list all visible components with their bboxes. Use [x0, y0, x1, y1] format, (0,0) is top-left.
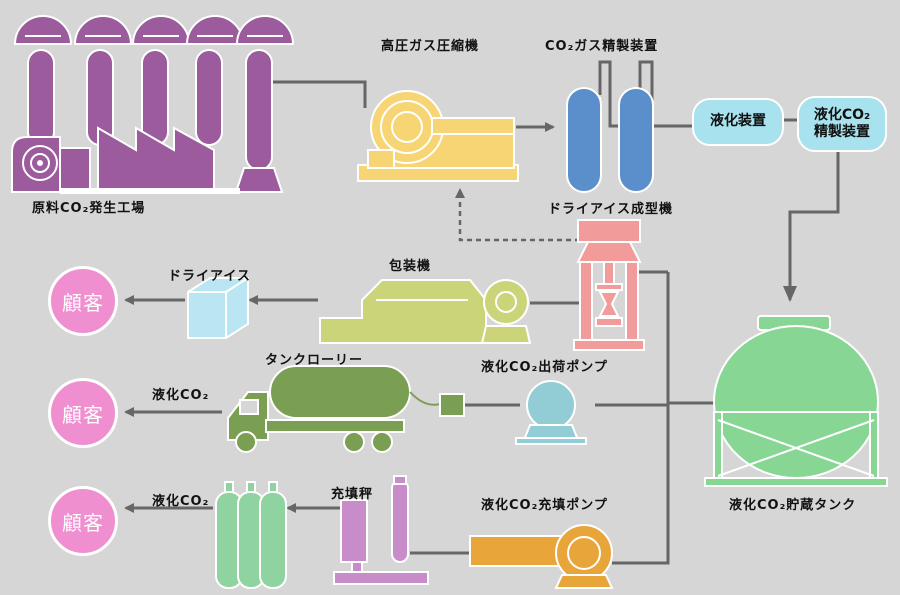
pipe-purifier-to-liquefier: [638, 60, 692, 128]
customer-label: 顧客: [62, 402, 104, 427]
dry-ice-label: ドライアイス: [168, 269, 251, 284]
liquefier-box: 液化装置: [692, 98, 784, 146]
tank-lorry-label: タンクローリー: [265, 353, 364, 368]
shipping-pump-icon: [515, 380, 587, 445]
filling-pump-icon: [469, 524, 614, 589]
customer-label: 顧客: [62, 510, 104, 535]
tank-lorry-icon: [227, 365, 465, 453]
purifier-label: CO₂ガス精製装置: [545, 39, 659, 54]
liquid-co2-label-a: 液化CO₂: [152, 388, 210, 403]
filling-pump-label: 液化CO₂充填ポンプ: [481, 498, 608, 513]
liquid-purifier-box: 液化CO₂ 精製装置: [797, 96, 887, 152]
liquid-purifier-label-line2: 精製装置: [814, 124, 870, 140]
pipe-tank-to-filling-pump: [612, 272, 670, 565]
storage-tank-label: 液化CO₂貯蔵タンク: [729, 498, 857, 513]
arrow-liquid-purifier-to-tank: [783, 150, 840, 302]
packager-label: 包装機: [389, 259, 432, 274]
raw-co2-factory-icon: [11, 15, 295, 194]
liquid-co2-label-b: 液化CO₂: [152, 494, 210, 509]
high-pressure-compressor-icon: [357, 90, 519, 182]
dry-ice-molder-icon: [573, 219, 645, 351]
liquefier-label: 液化装置: [710, 113, 766, 130]
filling-scale-label: 充填秤: [331, 487, 374, 502]
gas-cylinders-icon: [215, 481, 287, 589]
arrow-press-to-compressor-dashed: [455, 188, 580, 242]
raw-co2-plant-label: 原料CO₂発生工場: [32, 201, 146, 216]
co2-gas-purifier-icon: [566, 87, 654, 193]
customer-dry-ice: 顧客: [48, 266, 118, 336]
compressor-label: 高圧ガス圧縮機: [381, 39, 480, 54]
storage-tank-icon: [704, 315, 888, 487]
customer-label: 顧客: [62, 290, 104, 315]
filling-scale-icon: [333, 475, 429, 585]
pipe-plant-to-compressor: [268, 80, 367, 108]
packaging-machine-icon: [319, 279, 532, 344]
customer-liquid-lorry: 顧客: [48, 378, 118, 448]
liquid-purifier-label-line1: 液化CO₂: [813, 106, 871, 123]
shipping-pump-label: 液化CO₂出荷ポンプ: [481, 360, 608, 375]
pipes: [124, 60, 840, 565]
dry-ice-block-icon: [187, 277, 249, 339]
dry-ice-molder-label: ドライアイス成型機: [548, 202, 673, 217]
customer-cylinders: 顧客: [48, 486, 118, 556]
pipe-purifier-loop-a: [598, 60, 623, 128]
